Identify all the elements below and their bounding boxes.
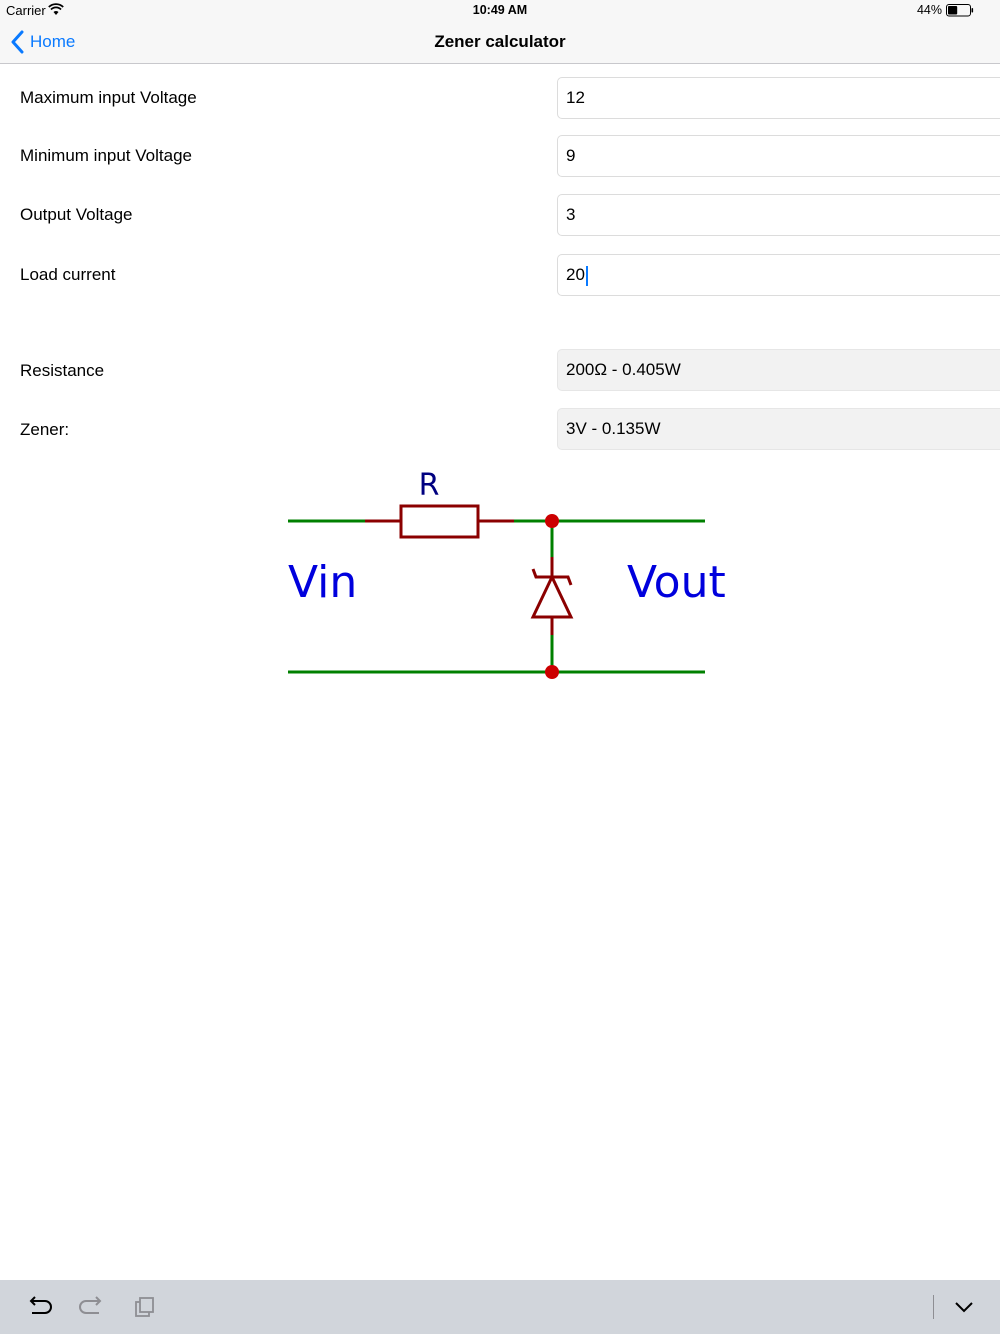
load-current-label: Load current <box>20 265 116 284</box>
back-button-label: Home <box>30 32 76 51</box>
undo-icon[interactable] <box>25 1294 53 1320</box>
wifi-icon <box>48 3 64 15</box>
dismiss-keyboard-icon[interactable] <box>950 1294 978 1320</box>
navigation-bar: Zener calculator Home <box>0 20 1000 64</box>
paste-icon[interactable] <box>131 1294 159 1320</box>
vin-label: Vin <box>288 557 357 608</box>
vout-label: Vout <box>627 557 726 608</box>
status-bar: Carrier 10:49 AM 44% <box>0 0 1000 20</box>
zener-result-field: 3V - 0.135W <box>557 408 1000 450</box>
output-voltage-label: Output Voltage <box>20 205 133 224</box>
min-input-voltage-label: Minimum input Voltage <box>20 146 192 165</box>
resistance-result-field: 200Ω - 0.405W <box>557 349 1000 391</box>
redo-icon[interactable] <box>78 1294 106 1320</box>
bottom-node <box>545 665 559 679</box>
min-input-voltage-field[interactable]: 9 <box>557 135 1000 177</box>
output-voltage-field[interactable]: 3 <box>557 194 1000 236</box>
chevron-left-icon <box>11 30 24 54</box>
resistance-label: Resistance <box>20 361 105 380</box>
battery-icon <box>946 4 974 17</box>
max-input-voltage-label: Maximum input Voltage <box>20 88 197 107</box>
battery-percent: 44% <box>916 3 942 17</box>
keyboard-shortcut-bar <box>0 1280 1000 1334</box>
max-input-voltage-field[interactable]: 12 <box>557 77 1000 119</box>
clock: 10:49 AM <box>472 3 528 17</box>
resistor-body <box>399 504 480 539</box>
resistor-label: R <box>419 468 440 503</box>
toolbar-divider <box>933 1295 934 1319</box>
zener-circuit-diagram: R Vin Vout <box>288 468 726 679</box>
load-current-field[interactable]: 20 <box>557 254 1000 296</box>
carrier-label: Carrier <box>6 3 46 18</box>
zener-label: Zener: <box>20 420 70 439</box>
zener-triangle <box>530 573 574 619</box>
page-title: Zener calculator <box>434 32 566 51</box>
top-node <box>545 514 559 528</box>
back-button[interactable]: Home <box>10 28 75 56</box>
